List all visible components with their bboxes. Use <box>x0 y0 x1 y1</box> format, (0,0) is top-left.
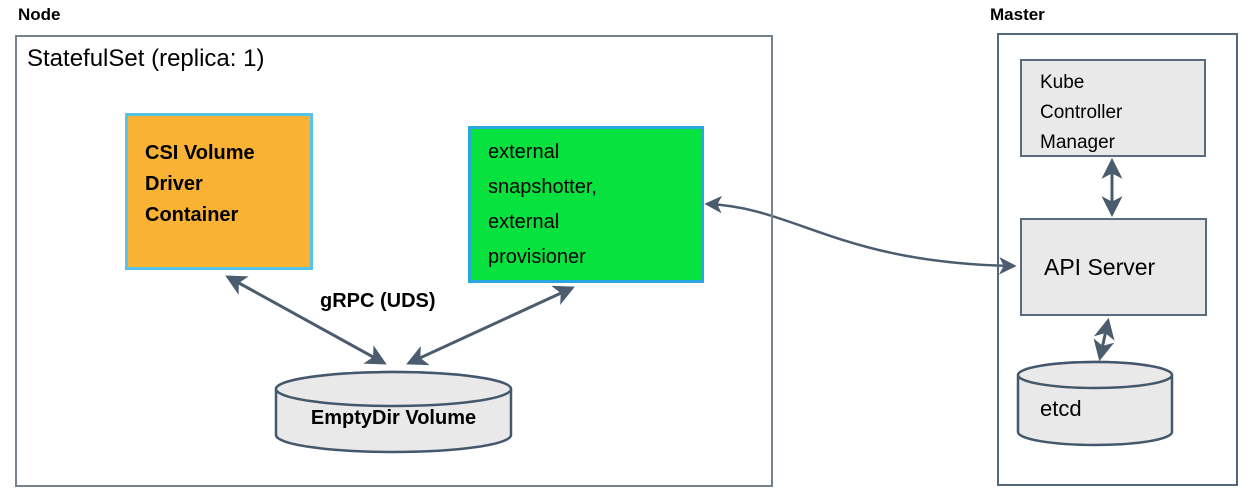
api-server-box: API Server <box>1020 218 1207 316</box>
csi-box-line: Container <box>145 204 239 226</box>
kcm-box-line: Kube <box>1040 72 1085 93</box>
external-box-line: external <box>488 141 560 163</box>
api-server-label: API Server <box>1044 253 1156 280</box>
master-box <box>997 33 1238 486</box>
kube-controller-manager-box: Kube Controller Manager <box>1020 59 1206 157</box>
node-box <box>15 35 773 487</box>
etcd-label: etcd <box>1040 396 1082 421</box>
master-section-label: Master <box>990 5 1045 24</box>
kcm-box-line: Controller <box>1040 102 1123 123</box>
node-section-label: Node <box>18 5 61 24</box>
external-box-line: provisioner <box>488 246 586 268</box>
emptydir-volume-label: EmptyDir Volume <box>310 407 477 429</box>
csi-volume-driver-box: CSI Volume Driver Container <box>125 113 313 270</box>
external-box-line: snapshotter, <box>488 176 597 198</box>
statefulset-label: StatefulSet (replica: 1) <box>27 45 265 72</box>
csi-box-line: CSI Volume <box>145 142 255 164</box>
external-snapshotter-provisioner-box: external snapshotter, external provision… <box>468 126 704 283</box>
csi-box-line: Driver <box>145 173 203 195</box>
external-box-line: external <box>488 211 560 233</box>
grpc-uds-label: gRPC (UDS) <box>320 290 436 312</box>
kcm-box-line: Manager <box>1040 132 1115 153</box>
